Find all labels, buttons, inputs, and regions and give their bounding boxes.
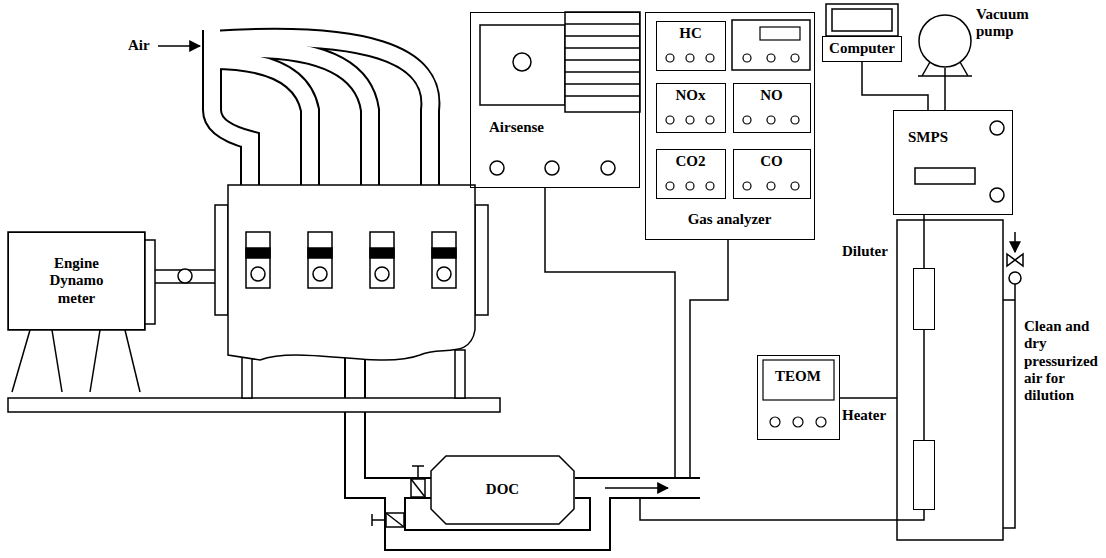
node-label: Diluter	[842, 243, 904, 260]
gas-channel-box: NO	[733, 83, 811, 133]
node-label: HC	[657, 25, 724, 42]
pump-circle: Vacuum pump	[918, 14, 972, 68]
air-arrow	[158, 45, 200, 47]
node-label: TEOM	[758, 368, 838, 385]
sample-lines	[545, 188, 924, 520]
gas-channel-box: HC	[656, 21, 726, 71]
node-label: SMPS	[908, 129, 968, 146]
heater-cylinder: Heater	[913, 440, 935, 510]
node-label: Heater	[842, 407, 904, 424]
node-label: Engine Dynamo meter	[37, 255, 117, 307]
node-label: Vacuum pump	[976, 6, 1056, 41]
dynamometer-box: Engine Dynamo meter	[8, 232, 145, 330]
exhaust-valve	[372, 466, 425, 527]
intake-manifold	[212, 29, 430, 192]
computer-monitor	[826, 4, 898, 36]
instrument-box: SMPS	[893, 110, 1013, 215]
node-label: Computer	[829, 40, 895, 57]
gas-channel-box: CO2	[656, 149, 726, 199]
analyzer-cabinet: Gas analyzer HC NOx NO CO2 CO	[645, 12, 815, 240]
node-label: Gas analyzer	[646, 211, 813, 228]
airsense-panel	[480, 12, 640, 175]
flow-arrow	[605, 487, 668, 489]
node-label: NO	[734, 87, 809, 104]
analyzer-box: Airsense	[470, 12, 640, 188]
inlet-label: Air	[128, 37, 168, 54]
computer-box: Computer	[822, 36, 902, 62]
circle-outline	[918, 14, 972, 68]
node-label: Airsense	[489, 119, 569, 136]
connector-line	[944, 68, 946, 110]
diluter-cylinder: Diluter	[913, 268, 935, 330]
node-label: CO2	[657, 153, 724, 170]
dynamometer-stand	[8, 232, 155, 392]
node-label: CO	[734, 153, 809, 170]
dilution-frame	[897, 220, 1003, 540]
instrument-box: TEOM	[757, 355, 840, 440]
connector-line	[923, 215, 925, 268]
catalyst-body	[431, 456, 574, 524]
shaft	[155, 269, 215, 283]
catalyst-hexagon: DOC	[430, 455, 575, 525]
exhaust-pipe	[355, 350, 702, 540]
node-label: NOx	[657, 87, 724, 104]
engine-block	[215, 185, 488, 398]
node-label: DOC	[486, 481, 519, 498]
base-rail	[8, 398, 500, 412]
dilution-air-valve	[1003, 232, 1023, 528]
dilution-air-note: Clean and dry pressurized air for diluti…	[1024, 318, 1102, 404]
connector-line	[862, 62, 928, 110]
connector-line	[923, 330, 925, 440]
pump-body	[919, 15, 971, 67]
gas-channel-box: NOx	[656, 83, 726, 133]
gas-channel-box: CO	[733, 149, 811, 199]
